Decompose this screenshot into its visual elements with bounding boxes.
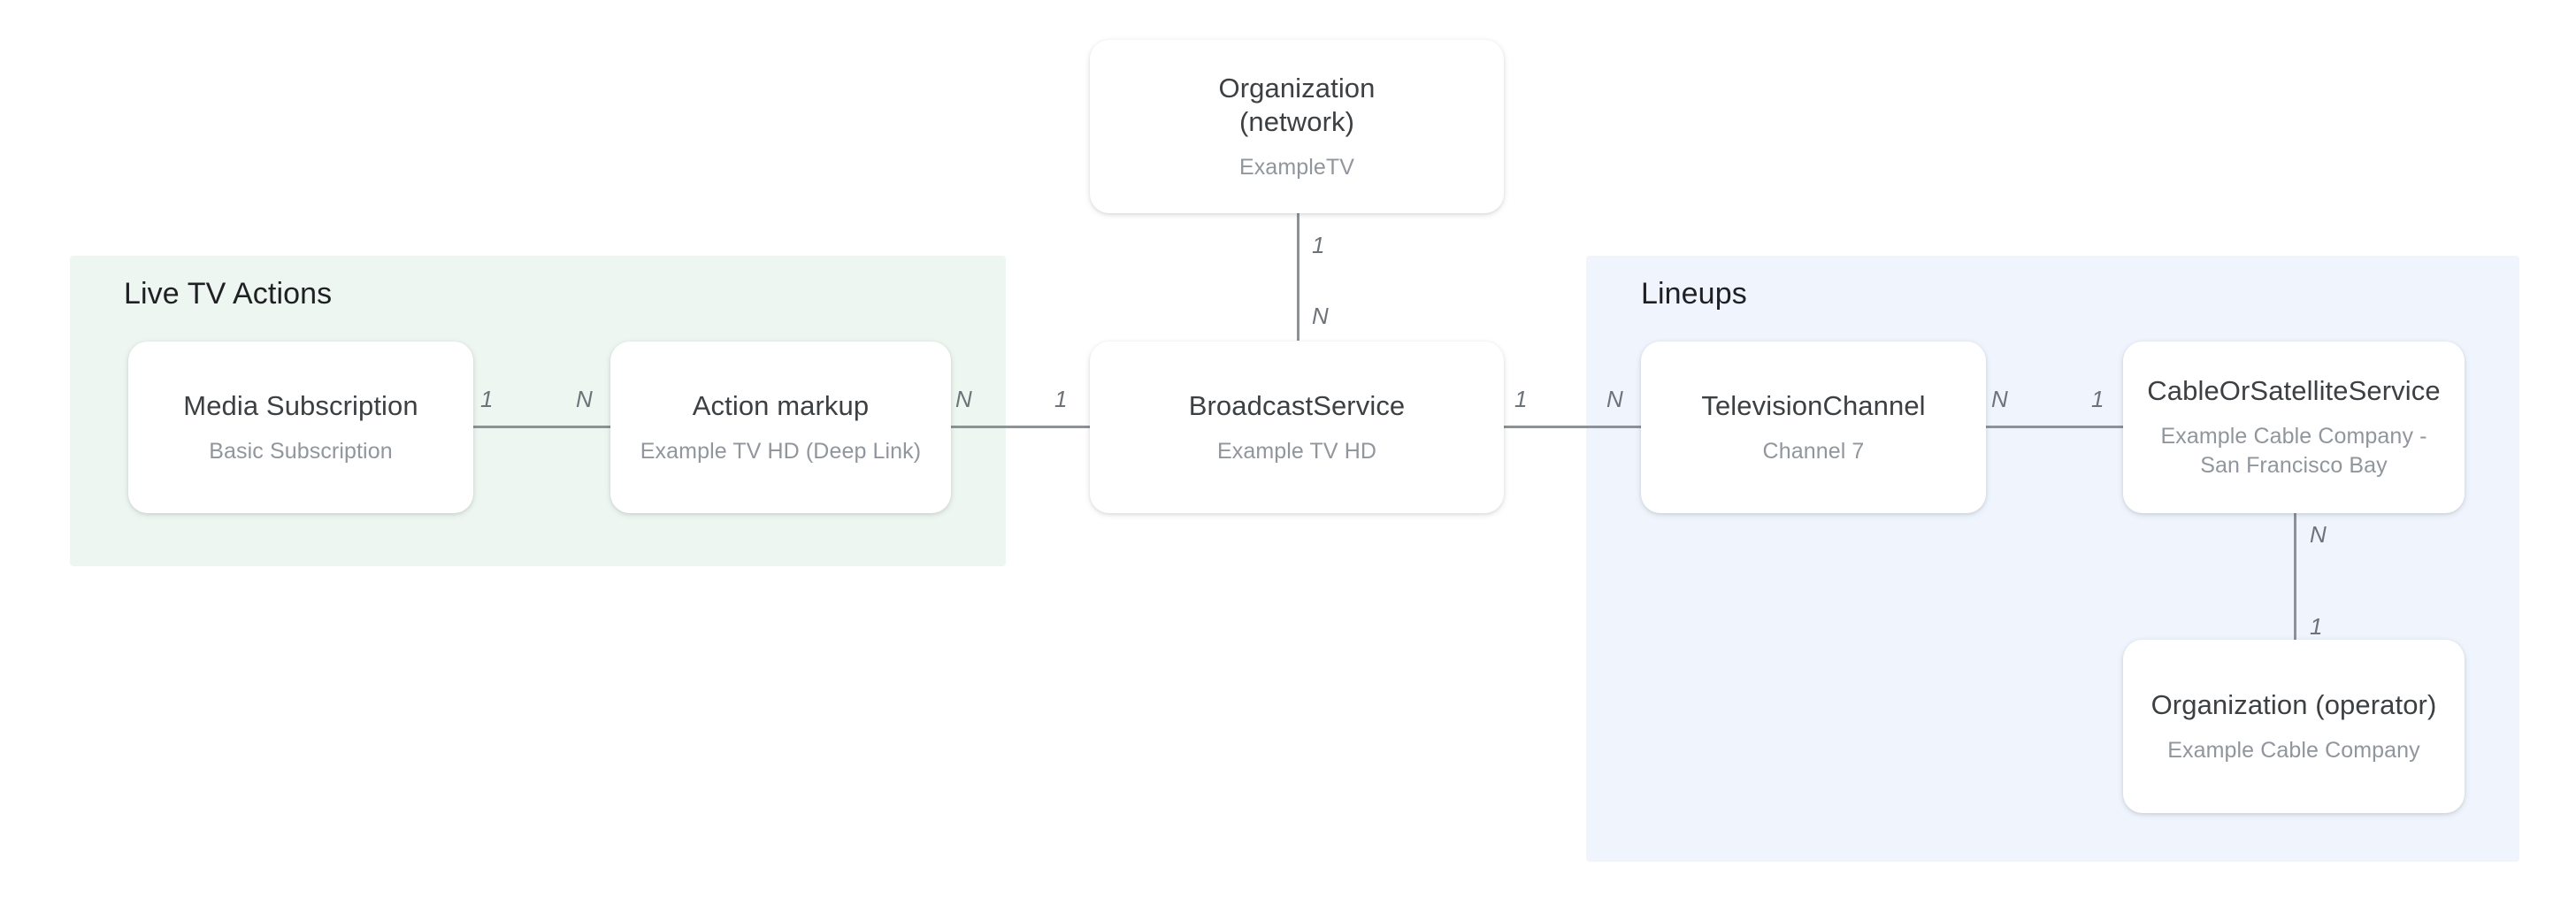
node-card-organization-operator[interactable]: Organization (operator) Example Cable Co… [2123,640,2465,813]
edge-label-organization-network-cardinality: 1 [1312,232,1325,258]
node-subtitle-television-channel: Channel 7 [1762,438,1865,464]
edge-label-broadcast-service-right-cardinality: 1 [1514,386,1528,412]
node-card-media-subscription[interactable]: Media Subscription Basic Subscription [128,342,473,513]
edge-label-broadcast-service-left-cardinality: 1 [1054,386,1068,412]
node-card-television-channel[interactable]: TelevisionChannel Channel 7 [1641,342,1986,513]
node-title-television-channel: TelevisionChannel [1701,389,1926,421]
group-title-lineups: Lineups [1641,277,1747,311]
node-card-organization-network[interactable]: Organization (network) ExampleTV [1090,40,1504,213]
edge-broadcast-service-to-television-channel [1495,426,1659,428]
edge-television-channel-to-cable-or-satellite-service [1973,426,2141,428]
node-subtitle-organization-operator: Example Cable Company [2167,737,2420,763]
node-subtitle-cable-or-satellite-service: Example Cable Company - San Francisco Ba… [2160,424,2427,478]
edge-label-cable-or-satellite-service-bottom-cardinality: N [2310,521,2327,548]
node-title-organization-network: Organization (network) [1219,72,1376,139]
node-title-action-markup: Action markup [692,389,870,421]
node-card-broadcast-service[interactable]: BroadcastService Example TV HD [1090,342,1504,513]
node-title-broadcast-service: BroadcastService [1188,389,1406,421]
group-title-live-tv-actions: Live TV Actions [124,277,333,311]
edge-label-media-subscription-cardinality: 1 [480,386,494,412]
edge-cable-or-satellite-service-to-organization-operator [2294,509,2296,641]
edge-label-television-channel-left-cardinality: N [1606,386,1623,412]
node-title-line-2: (network) [1238,105,1355,137]
edge-media-subscription-to-action-markup [460,426,628,428]
edge-action-markup-to-broadcast-service [938,426,1106,428]
node-title-media-subscription: Media Subscription [183,389,418,421]
node-card-cable-or-satellite-service[interactable]: CableOrSatelliteService Example Cable Co… [2123,342,2465,513]
node-subtitle-organization-network: ExampleTV [1238,154,1355,180]
node-title-cable-or-satellite-service: CableOrSatelliteService [2147,375,2441,406]
node-subtitle-media-subscription: Basic Subscription [209,438,393,464]
edge-label-television-channel-right-cardinality: N [1991,386,2008,412]
node-subtitle-action-markup: Example TV HD (Deep Link) [640,438,922,464]
edge-label-organization-operator-cardinality: 1 [2310,613,2323,640]
node-title-organization-operator: Organization (operator) [2150,688,2437,720]
node-title-line-1: Organization [1218,72,1376,104]
node-subtitle-broadcast-service: Example TV HD [1216,438,1377,464]
edge-organization-network-to-broadcast-service [1297,212,1300,341]
edge-label-action-markup-right-cardinality: N [955,386,972,412]
edge-label-cable-or-satellite-service-left-cardinality: 1 [2091,386,2104,412]
edge-label-broadcast-service-top-cardinality: N [1312,303,1329,329]
edge-label-action-markup-left-cardinality: N [576,386,593,412]
node-card-action-markup[interactable]: Action markup Example TV HD (Deep Link) [610,342,951,513]
